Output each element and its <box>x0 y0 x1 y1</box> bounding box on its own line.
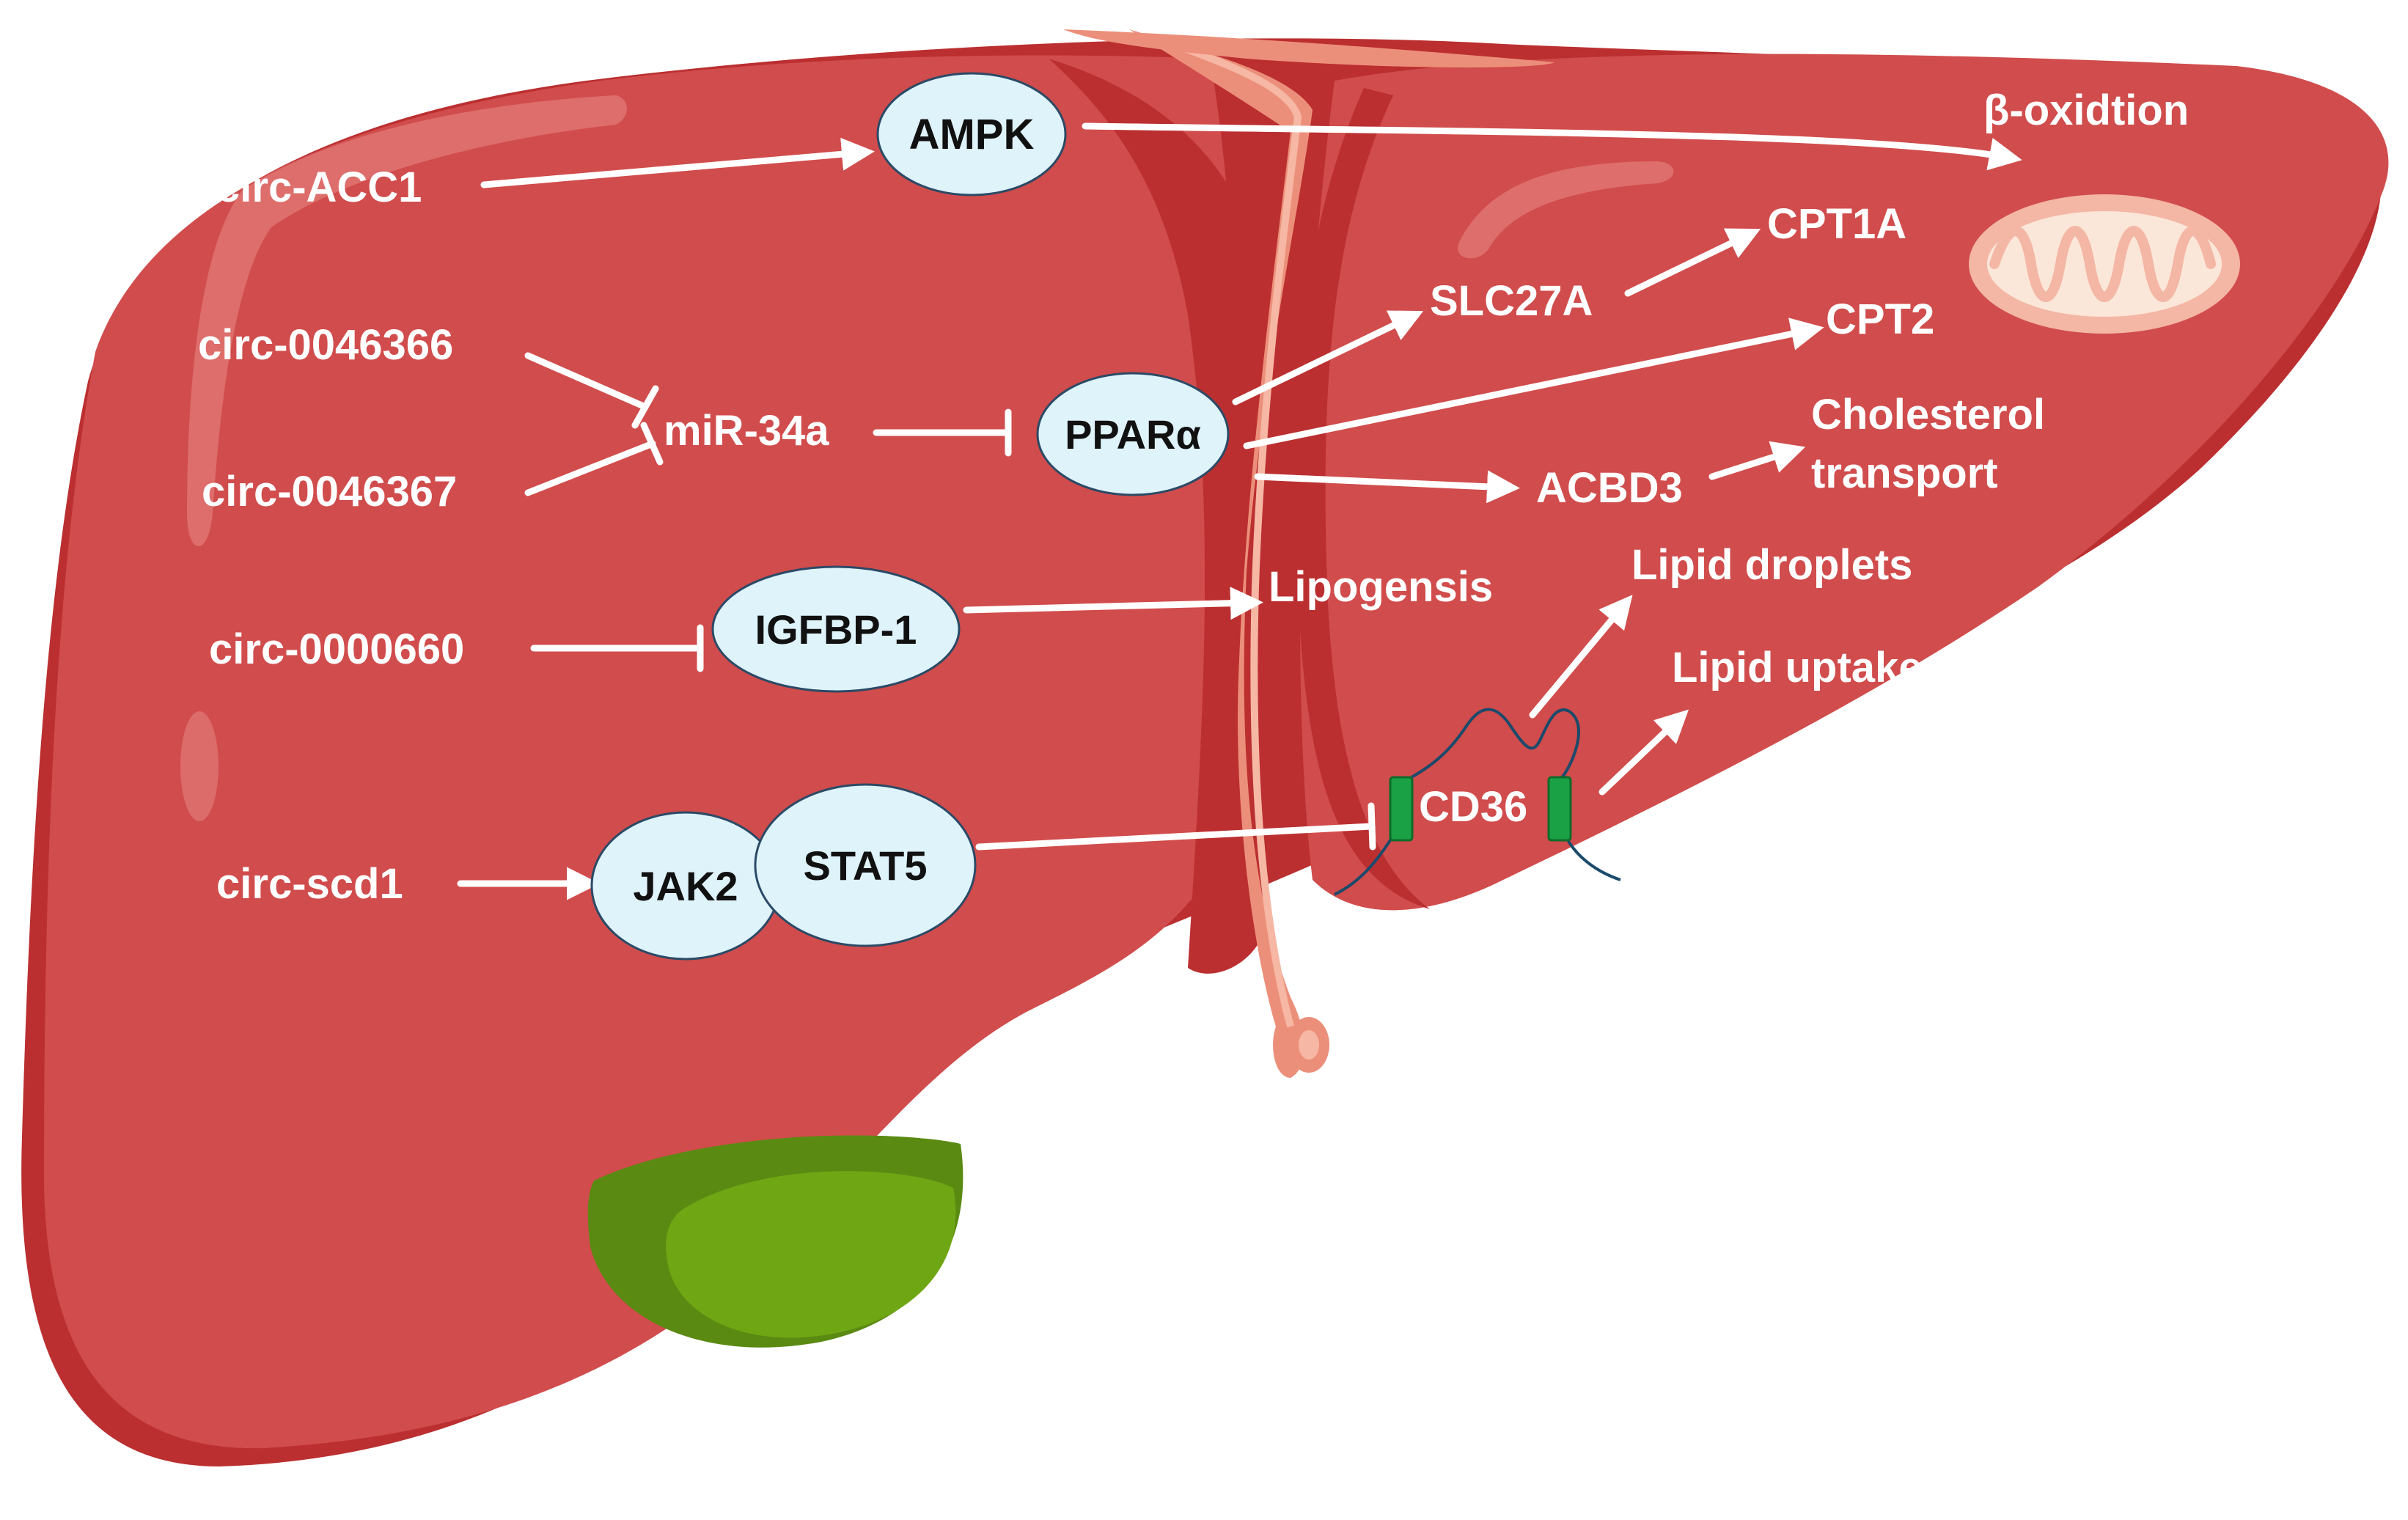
label-circ-scd1: circ-scd1 <box>216 860 403 908</box>
edge-ppara-slc27a <box>1232 310 1424 405</box>
label-circ-acc1: circ-ACC1 <box>216 164 422 211</box>
label-circ-0046367: circ-0046367 <box>202 468 457 515</box>
node-jak2-label: JAK2 <box>633 863 738 909</box>
label-cholesterol-1: Cholesterol <box>1811 391 2045 438</box>
edge-slc27a-cpt1a <box>1624 228 1761 297</box>
mitochondrion-icon <box>1969 194 2240 334</box>
edge-cd36-uptake <box>1598 709 1689 796</box>
label-cpt1a: CPT1A <box>1767 200 1906 248</box>
edge-ppara-cpt2 <box>1243 317 1824 449</box>
node-ppara-label: PPARα <box>1065 411 1201 458</box>
liver-left-lobe-edge-shadow <box>1296 88 1430 909</box>
node-igfbp1: IGFBP-1 <box>711 565 961 693</box>
node-igfbp1-label: IGFBP-1 <box>755 606 917 653</box>
liver-highlight-3 <box>1458 161 1674 259</box>
edge-igfbp1-lipogenesis <box>963 587 1263 620</box>
label-circ-0046366: circ-0046366 <box>198 321 453 369</box>
label-beta-oxidation: β-oxidtion <box>1983 87 2189 134</box>
label-circ-0000660: circ-0000660 <box>209 625 464 673</box>
edge-ampk-betaox <box>1082 122 2022 171</box>
liver-lobe-shadow <box>1049 59 1279 974</box>
liver-highlight-1 <box>187 95 627 546</box>
node-stat5-label: STAT5 <box>803 842 927 889</box>
label-cholesterol-2: transport <box>1811 449 1998 497</box>
edge-ppara-acbd3 <box>1254 470 1520 504</box>
edge-circacc1-ampk <box>480 137 875 188</box>
label-lipogenesis: Lipogensis <box>1269 563 1493 611</box>
node-ppara: PPARα <box>1036 372 1230 496</box>
ligament-top-band <box>1063 29 1554 67</box>
labels: circ-ACC1 circ-0046366 circ-0046367 miR-… <box>198 87 2189 908</box>
node-ampk-label: AMPK <box>909 111 1035 158</box>
cd36-transmembrane-icon <box>1334 708 1621 896</box>
node-stat5: STAT5 <box>754 783 977 947</box>
edge-stat5-cd36 <box>975 823 1375 851</box>
edge-c0046366-mir34a <box>524 352 649 411</box>
falciform-ligament-highlight <box>1172 40 1302 1028</box>
label-cpt2: CPT2 <box>1826 295 1934 343</box>
edge-cd36-droplets <box>1529 595 1633 719</box>
edge-acbd3-cholesterol <box>1708 441 1806 480</box>
edges <box>457 122 2022 900</box>
liver-highlight-2 <box>180 711 219 821</box>
label-lipid-droplets: Lipid droplets <box>1631 541 1912 589</box>
label-slc27a: SLC27A <box>1430 277 1593 325</box>
ligament-tip-inner <box>1299 1030 1319 1060</box>
liver-right-lobe <box>44 55 1247 1449</box>
gallbladder-illustration <box>587 1135 963 1348</box>
node-jak2: JAK2 <box>590 811 781 961</box>
node-ampk: AMPK <box>876 72 1067 197</box>
label-lipid-uptake: Lipid uptake <box>1672 644 1923 691</box>
label-acbd3: ACBD3 <box>1536 464 1683 512</box>
label-cd36: CD36 <box>1419 783 1527 831</box>
label-mir-34a: miR-34a <box>664 407 829 455</box>
edge-c0046367-mir34a <box>524 440 656 496</box>
